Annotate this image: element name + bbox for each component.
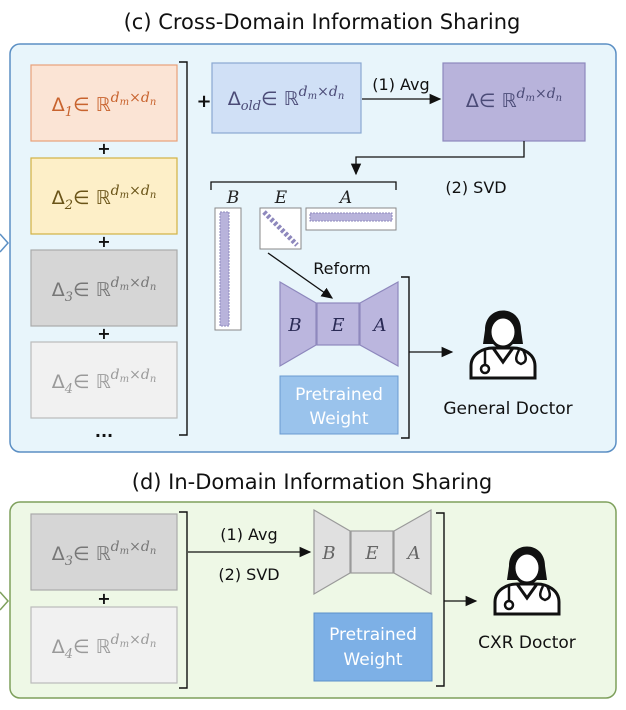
pretrained-weight-line2: Weight	[309, 409, 369, 429]
delta-old-box	[211, 62, 362, 134]
matrix-b-column	[219, 211, 230, 327]
matrix-e	[259, 207, 302, 250]
plus-old: +	[196, 91, 211, 112]
in-delta-bracket	[179, 511, 188, 689]
matrix-a-row	[309, 212, 393, 222]
delta2-formula: Δ2∈ ℝdm×dn	[52, 183, 157, 213]
in-lora-e-label: E	[364, 543, 378, 564]
model-bracket	[401, 276, 410, 439]
in-pretrained-weight-box	[313, 612, 433, 682]
in-lora-b-label: B	[321, 543, 335, 564]
general-doctor-label: General Doctor	[443, 399, 572, 419]
reform-arrow	[267, 252, 334, 299]
in-delta4-formula: Δ4∈ ℝdm×dn	[52, 632, 157, 662]
plus-2: +	[97, 232, 110, 251]
in-lora-a-label: A	[406, 543, 421, 564]
plus-3: +	[97, 324, 110, 343]
delta-formula: Δ∈ ℝdm×dn	[466, 86, 562, 112]
delta4-box	[30, 341, 178, 419]
in-delta3-box	[30, 513, 178, 591]
matrix-e-label: E	[274, 188, 288, 208]
lora-a-label: A	[372, 315, 387, 336]
in-title: (d) In-Domain Information Sharing	[132, 470, 493, 494]
lora-b-shape	[279, 280, 317, 368]
in-svd-label: (2) SVD	[218, 565, 279, 584]
svd-label: (2) SVD	[445, 178, 506, 197]
in-plus: +	[97, 589, 110, 608]
in-lora-b-shape	[313, 508, 351, 596]
delta-old-formula: Δold∈ ℝdm×dn	[228, 84, 345, 114]
in-delta4-box	[30, 606, 178, 684]
in-left-arrowhead	[0, 591, 10, 611]
delta1-box	[30, 64, 178, 142]
doctor-icon	[493, 546, 561, 616]
delta3-box	[30, 249, 178, 327]
plus-1: +	[97, 139, 110, 158]
matrix-a-label: A	[338, 188, 352, 208]
lora-b-label: B	[287, 315, 301, 336]
avg-label: (1) Avg	[372, 75, 429, 94]
bea-top-bracket	[210, 181, 397, 190]
delta-box	[442, 62, 586, 142]
pretrained-weight-box	[279, 375, 399, 435]
reform-label: Reform	[313, 259, 371, 278]
matrix-b-label: B	[226, 188, 240, 208]
pretrained-weight-line1: Pretrained	[295, 385, 383, 405]
in-lora-e-shape	[350, 530, 394, 574]
delta3-formula: Δ3∈ ℝdm×dn	[52, 275, 157, 305]
in-model-bracket	[436, 512, 445, 687]
in-pretrained-line1: Pretrained	[329, 625, 417, 645]
delta1-formula: Δ1∈ ℝdm×dn	[52, 90, 157, 120]
cross-left-arrowhead	[0, 233, 10, 253]
doctor-icon	[469, 310, 537, 380]
in-avg-label: (1) Avg	[220, 525, 277, 544]
cxr-doctor-label: CXR Doctor	[478, 633, 576, 653]
lora-e-shape	[316, 302, 360, 346]
ellipsis: ...	[95, 422, 113, 441]
delta4-formula: Δ4∈ ℝdm×dn	[52, 367, 157, 397]
delta-group-bracket	[179, 61, 188, 436]
in-delta3-formula: Δ3∈ ℝdm×dn	[52, 539, 157, 569]
svd-arrow	[350, 141, 525, 176]
in-pretrained-line2: Weight	[343, 650, 403, 670]
delta2-box	[30, 157, 178, 235]
lora-a-shape	[359, 280, 399, 368]
matrix-e-diagonal	[262, 210, 299, 247]
cross-title: (c) Cross-Domain Information Sharing	[124, 10, 521, 34]
in-lora-a-shape	[393, 508, 432, 596]
lora-e-label: E	[330, 315, 344, 336]
